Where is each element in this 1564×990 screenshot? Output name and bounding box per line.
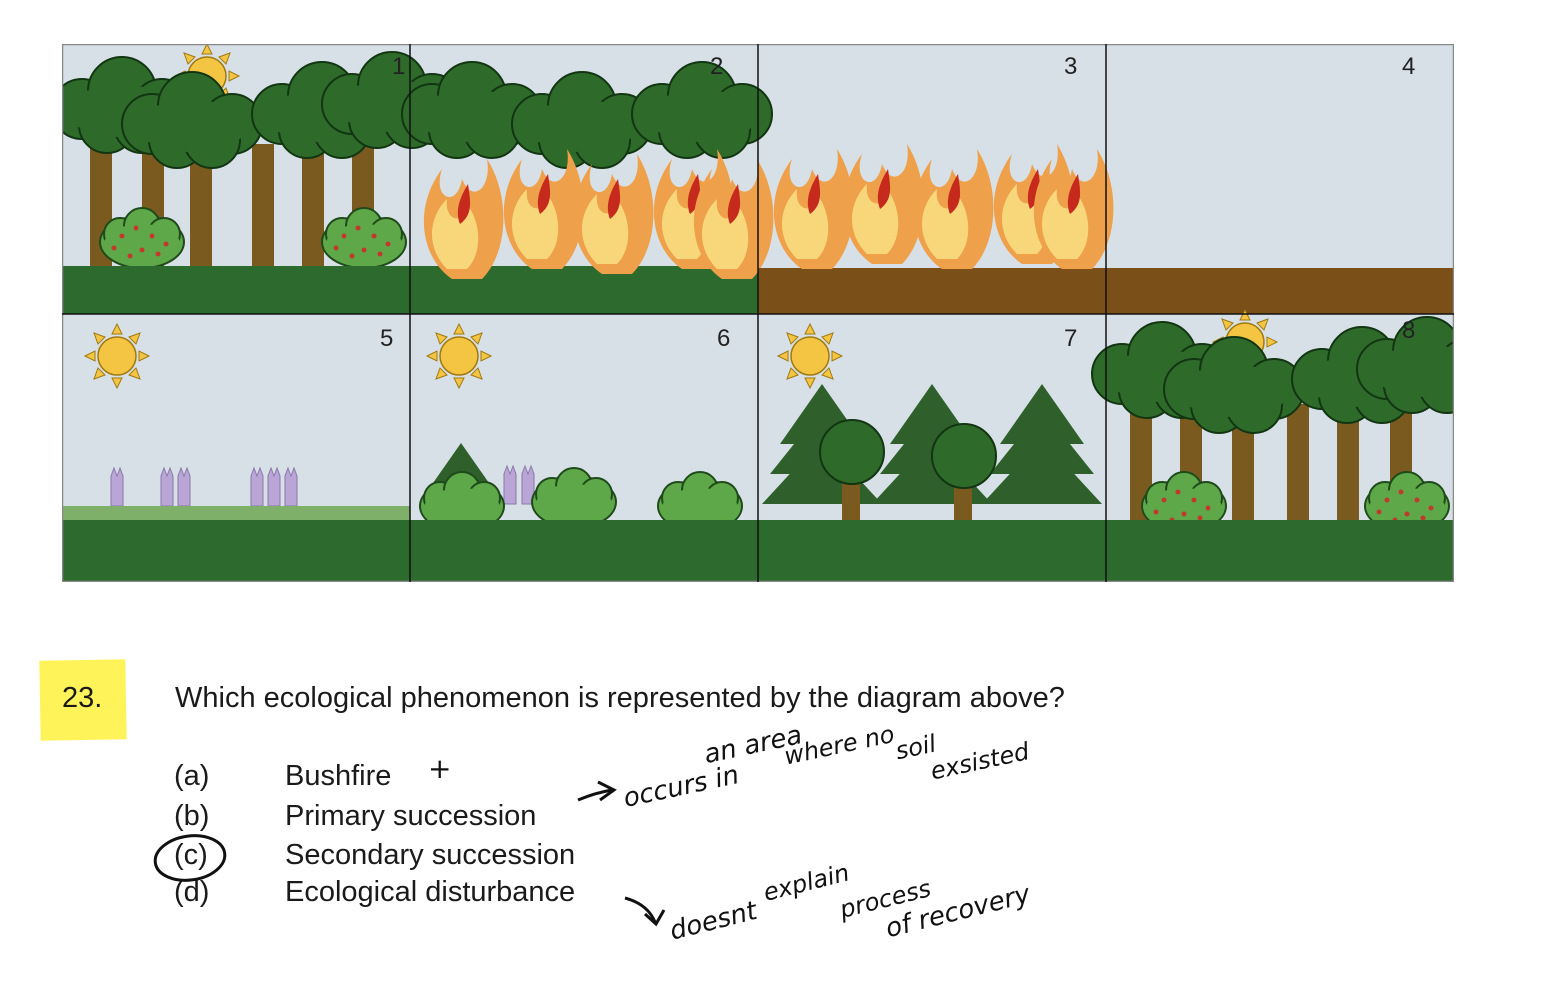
- panel-8: [1091, 309, 1454, 582]
- panel-number: 1: [392, 53, 405, 80]
- panel-1: [62, 44, 463, 314]
- panel-5: [62, 323, 410, 582]
- panel-number: 5: [380, 325, 393, 352]
- panel-number: 2: [710, 53, 723, 80]
- option-b-text[interactable]: Primary succession: [285, 800, 537, 832]
- panel-7: [758, 323, 1106, 582]
- question-number: 23.: [62, 682, 103, 714]
- arrow-disturbance: [624, 896, 657, 923]
- option-c-text[interactable]: Secondary succession: [285, 839, 576, 871]
- question-text: Which ecological phenomenon is represent…: [175, 682, 1065, 714]
- panel-number: 3: [1064, 53, 1077, 80]
- panel-6: [410, 323, 758, 582]
- option-d-text[interactable]: Ecological disturbance: [285, 876, 576, 908]
- panel-number: 4: [1402, 53, 1415, 80]
- option-a-letter: (a): [174, 760, 210, 792]
- option-b-letter: (b): [174, 800, 210, 832]
- note-primary-1: occurs in: [621, 760, 742, 814]
- arrow-primary: [577, 788, 613, 802]
- cross-mark: +: [428, 752, 451, 785]
- panel-3: [758, 144, 1114, 314]
- panel-number: 8: [1402, 317, 1415, 344]
- panel-4: [1106, 268, 1454, 314]
- note-primary-5: exsisted: [928, 737, 1032, 785]
- panel-2: [401, 61, 774, 314]
- note-disturbance-1: doesnt: [667, 896, 761, 947]
- panel-number: 7: [1064, 325, 1077, 352]
- panel-number: 6: [717, 325, 730, 352]
- succession-diagram: 1 2 3 4 5 6 7 8: [62, 44, 1454, 582]
- answer-circle: [153, 834, 227, 882]
- option-a-text[interactable]: Bushfire: [285, 760, 392, 792]
- option-c-letter: (c): [174, 839, 208, 871]
